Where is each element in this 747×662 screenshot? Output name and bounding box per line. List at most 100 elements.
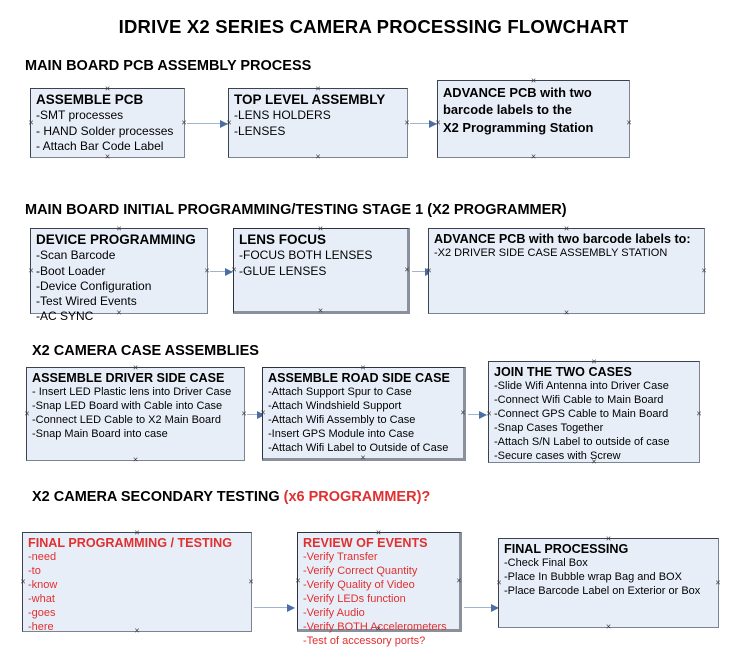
box-line: -Connect GPS Cable to Main Board (494, 408, 669, 421)
box-line: -need (28, 551, 57, 564)
anchor-handle-bottom[interactable]: × (104, 151, 111, 162)
connector-road-case-to-join-cases (468, 410, 487, 419)
box-line: -Snap LED Board with Cable into Case (32, 400, 223, 413)
flow-box-final-processing[interactable]: FINAL PROCESSING -Check Final Box -Place… (496, 533, 721, 631)
section-heading-x2-camera-secondary-testing: X2 CAMERA SECONDARY TESTING (x6 PROGRAMM… (32, 489, 430, 505)
anchor-handle-top[interactable]: × (134, 527, 140, 538)
section-heading-x2-camera-case-assemblies: X2 CAMERA CASE ASSEMBLIES (32, 343, 259, 359)
anchor-handle-top[interactable]: × (132, 362, 139, 373)
anchor-handle-top[interactable]: × (104, 83, 111, 94)
box-header: DEVICE PROGRAMMING (36, 232, 196, 247)
anchor-handle-left[interactable]: × (486, 408, 492, 419)
box-line: - HAND Solder processes (36, 123, 174, 138)
anchor-handle-right[interactable]: × (626, 117, 632, 128)
anchor-handle-left[interactable]: × (426, 265, 432, 276)
anchor-handle-left[interactable]: × (231, 264, 237, 275)
anchor-handle-bottom[interactable]: × (317, 305, 324, 316)
anchor-handle-right[interactable]: × (460, 407, 466, 418)
box-line: -Verify Transfer (303, 551, 378, 564)
anchor-handle-left[interactable]: × (260, 407, 266, 418)
section-heading-accent: (x6 PROGRAMMER)? (283, 489, 431, 505)
box-header: ASSEMBLE DRIVER SIDE CASE (32, 371, 225, 385)
box-line: -Verify Correct Quantity (303, 565, 418, 578)
anchor-handle-bottom[interactable]: × (134, 625, 140, 636)
anchor-handle-left[interactable]: × (28, 265, 34, 276)
connector-top-level-to-advance-pcb (410, 119, 437, 128)
anchor-handle-right[interactable]: × (404, 117, 410, 128)
box-header: ASSEMBLE PCB (36, 92, 144, 107)
box-line: -what (28, 593, 55, 606)
box-line: -Attach Windshield Support (268, 400, 402, 413)
anchor-handle-right[interactable]: × (456, 575, 462, 586)
anchor-handle-left[interactable]: × (226, 117, 232, 128)
anchor-handle-right[interactable]: × (701, 265, 707, 276)
flow-box-assemble-driver-side-case[interactable]: ASSEMBLE DRIVER SIDE CASE - Insert LED P… (24, 362, 247, 464)
anchor-handle-bottom[interactable]: × (315, 151, 321, 162)
box-line: -Place Barcode Label on Exterior or Box (504, 585, 701, 598)
anchor-handle-right[interactable]: × (181, 117, 187, 128)
anchor-handle-top[interactable]: × (591, 356, 597, 367)
anchor-handle-top[interactable]: × (116, 223, 122, 234)
anchor-handle-right[interactable]: × (204, 265, 210, 276)
anchor-handle-top[interactable]: × (315, 83, 321, 94)
box-header: FINAL PROCESSING (504, 542, 629, 556)
anchor-handle-left[interactable]: × (435, 117, 441, 128)
flow-box-final-programming-testing[interactable]: FINAL PROGRAMMING / TESTING -need -to -k… (20, 527, 254, 635)
anchor-handle-bottom[interactable]: × (116, 307, 122, 318)
box-line: -X2 DRIVER SIDE CASE ASSEMBLY STATION (434, 247, 668, 260)
flow-box-advance-pcb-programming-station[interactable]: ADVANCE PCB with two barcode labels to t… (435, 75, 632, 161)
flow-box-device-programming[interactable]: DEVICE PROGRAMMING -Scan Barcode -Boot L… (28, 223, 210, 323)
anchor-handle-right[interactable]: × (715, 577, 721, 588)
anchor-handle-bottom[interactable]: × (360, 452, 366, 463)
box-line: -Verify LEDs function (303, 593, 406, 606)
section-heading-text: X2 CAMERA SECONDARY TESTING (32, 489, 284, 505)
anchor-handle-bottom[interactable]: × (591, 456, 597, 467)
box-header: ASSEMBLE ROAD SIDE CASE (268, 371, 450, 385)
flow-box-assemble-pcb[interactable]: ASSEMBLE PCB -SMT processes - HAND Solde… (28, 83, 187, 161)
anchor-handle-top[interactable]: × (563, 223, 570, 234)
flow-box-join-the-two-cases[interactable]: JOIN THE TWO CASES -Slide Wifi Antenna i… (486, 356, 702, 466)
connector-review-to-final-processing (464, 603, 499, 612)
flow-box-review-of-events[interactable]: REVIEW OF EVENTS -Verify Transfer -Verif… (295, 527, 462, 647)
anchor-handle-left[interactable]: × (20, 576, 26, 587)
anchor-handle-right[interactable]: × (248, 576, 254, 587)
anchor-handle-left[interactable]: × (24, 408, 30, 419)
flow-box-lens-focus[interactable]: LENS FOCUS -FOCUS BOTH LENSES -GLUE LENS… (231, 223, 410, 316)
anchor-handle-bottom[interactable]: × (563, 307, 570, 318)
box-header: TOP LEVEL ASSEMBLY (234, 92, 386, 107)
box-line: -Scan Barcode (36, 248, 116, 263)
box-header-line: X2 Programming Station (443, 119, 594, 135)
box-line: -Verify Audio (303, 606, 365, 619)
anchor-handle-bottom[interactable]: × (375, 623, 382, 634)
box-line: -Attach Wifi Label to Outside of Case (268, 441, 449, 454)
anchor-handle-bottom[interactable]: × (530, 151, 537, 162)
anchor-handle-top[interactable]: × (360, 362, 366, 373)
flow-box-top-level-assembly[interactable]: TOP LEVEL ASSEMBLY -LENS HOLDERS -LENSES… (226, 83, 410, 161)
anchor-handle-top[interactable]: × (530, 75, 537, 86)
box-line: - Insert LED Plastic lens into Driver Ca… (32, 386, 232, 399)
anchor-handle-right[interactable]: × (404, 264, 410, 275)
box-line: -goes (28, 606, 56, 619)
anchor-handle-bottom[interactable]: × (605, 621, 612, 632)
anchor-handle-left[interactable]: × (496, 577, 502, 588)
flow-box-assemble-road-side-case[interactable]: ASSEMBLE ROAD SIDE CASE -Attach Support … (260, 362, 466, 463)
box-line: -know (28, 579, 58, 592)
box-line: -here (28, 620, 54, 633)
anchor-handle-left[interactable]: × (28, 117, 34, 128)
box-line: -SMT processes (36, 108, 124, 123)
anchor-handle-left[interactable]: × (295, 575, 301, 586)
box-line: -to (28, 565, 41, 578)
box-line: -Snap Main Board into case (32, 428, 168, 441)
anchor-handle-right[interactable]: × (696, 408, 702, 419)
anchor-handle-top[interactable]: × (605, 533, 612, 544)
anchor-handle-right[interactable]: × (241, 408, 247, 419)
anchor-handle-bottom[interactable]: × (132, 454, 139, 465)
connector-driver-case-to-road-case (247, 410, 265, 419)
box-line: - Attach Bar Code Label (36, 138, 164, 153)
anchor-handle-top[interactable]: × (317, 223, 324, 234)
box-line: -Connect LED Cable to X2 Main Board (32, 414, 221, 427)
anchor-handle-top[interactable]: × (375, 527, 382, 538)
box-header-line: ADVANCE PCB with two (443, 85, 592, 100)
flow-box-advance-pcb-driver-side-station[interactable]: ADVANCE PCB with two barcode labels to: … (426, 223, 707, 317)
